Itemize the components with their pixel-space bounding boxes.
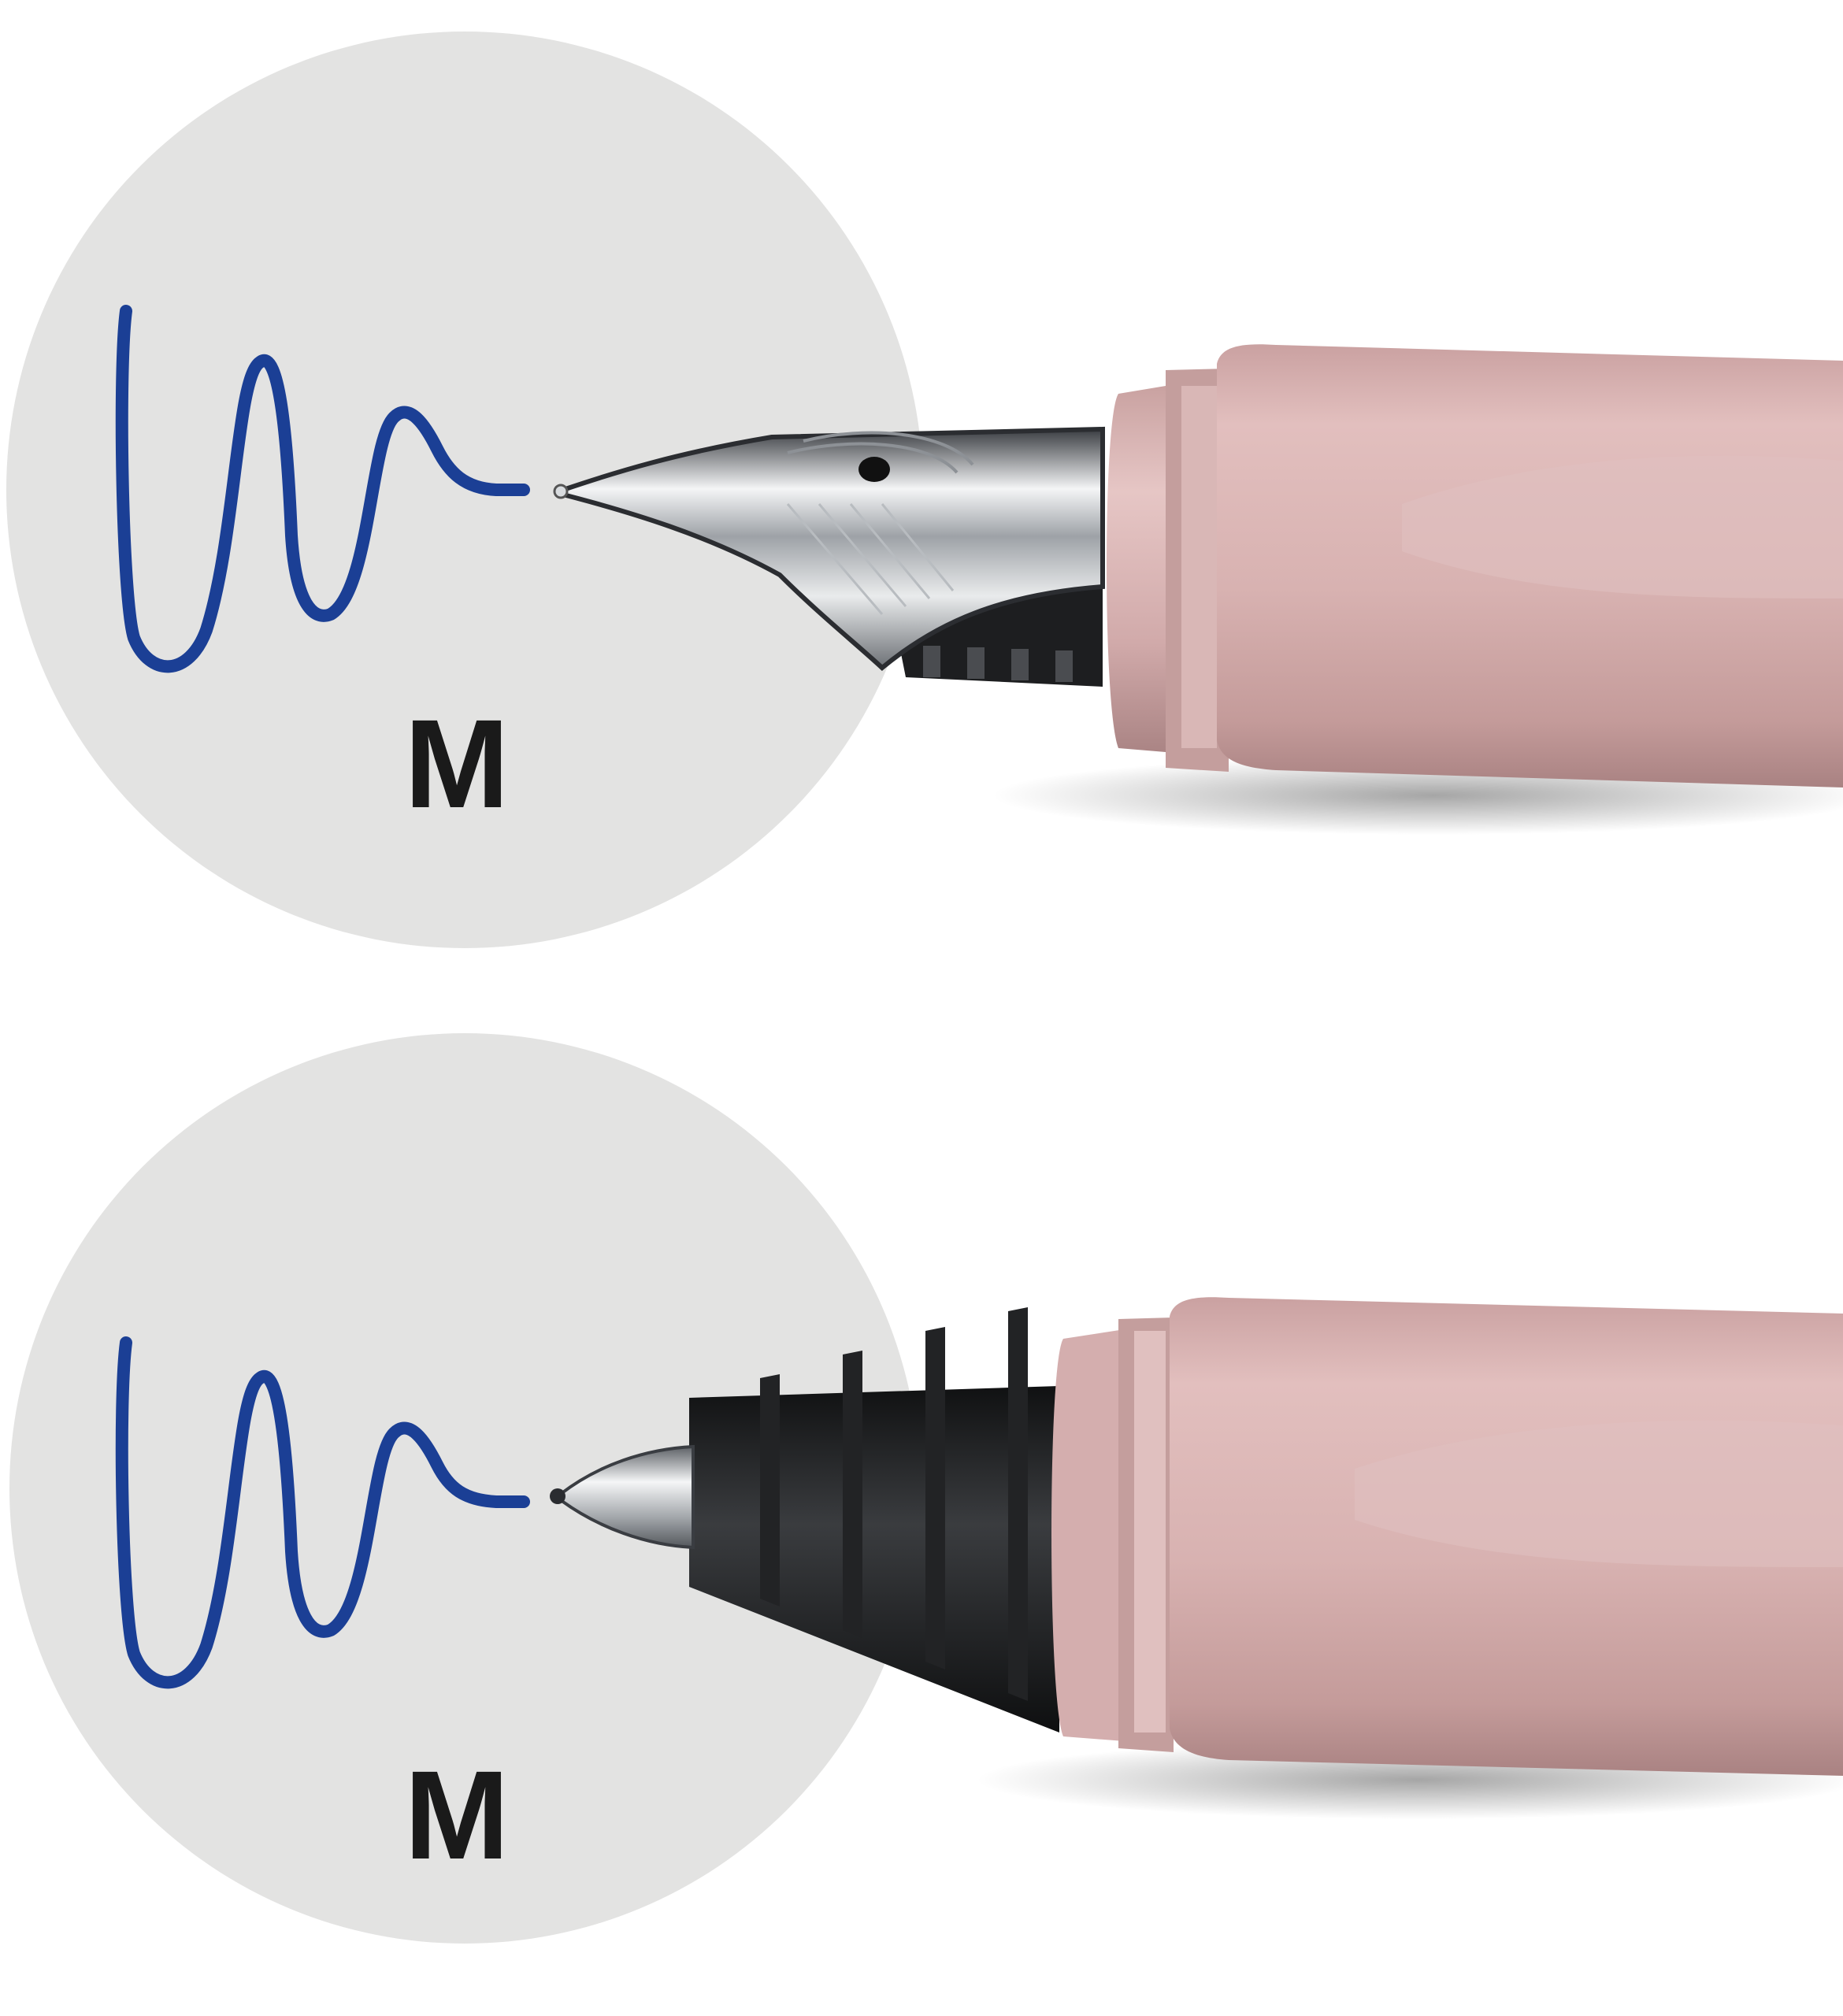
nib-size-label: M (404, 693, 510, 834)
rollerball-tip-icon (550, 1444, 695, 1550)
fountain-pen-panel: M (6, 32, 1843, 948)
handwriting-sample-icon (115, 305, 530, 673)
writing-sample-circle (6, 32, 923, 948)
handwriting-sample-icon (115, 1336, 530, 1689)
rollerball-pen-illustration (9, 1033, 1843, 1944)
grip-ring (1107, 369, 1229, 772)
rollerball-pen-panel: M (0, 1008, 1843, 2016)
fountain-pen-nib-icon (553, 426, 1105, 671)
fountain-pen-illustration (6, 32, 1843, 948)
tip-size-label: M (404, 1744, 510, 1885)
grip-cone (689, 1307, 1059, 1732)
grip-ring (1051, 1317, 1174, 1752)
